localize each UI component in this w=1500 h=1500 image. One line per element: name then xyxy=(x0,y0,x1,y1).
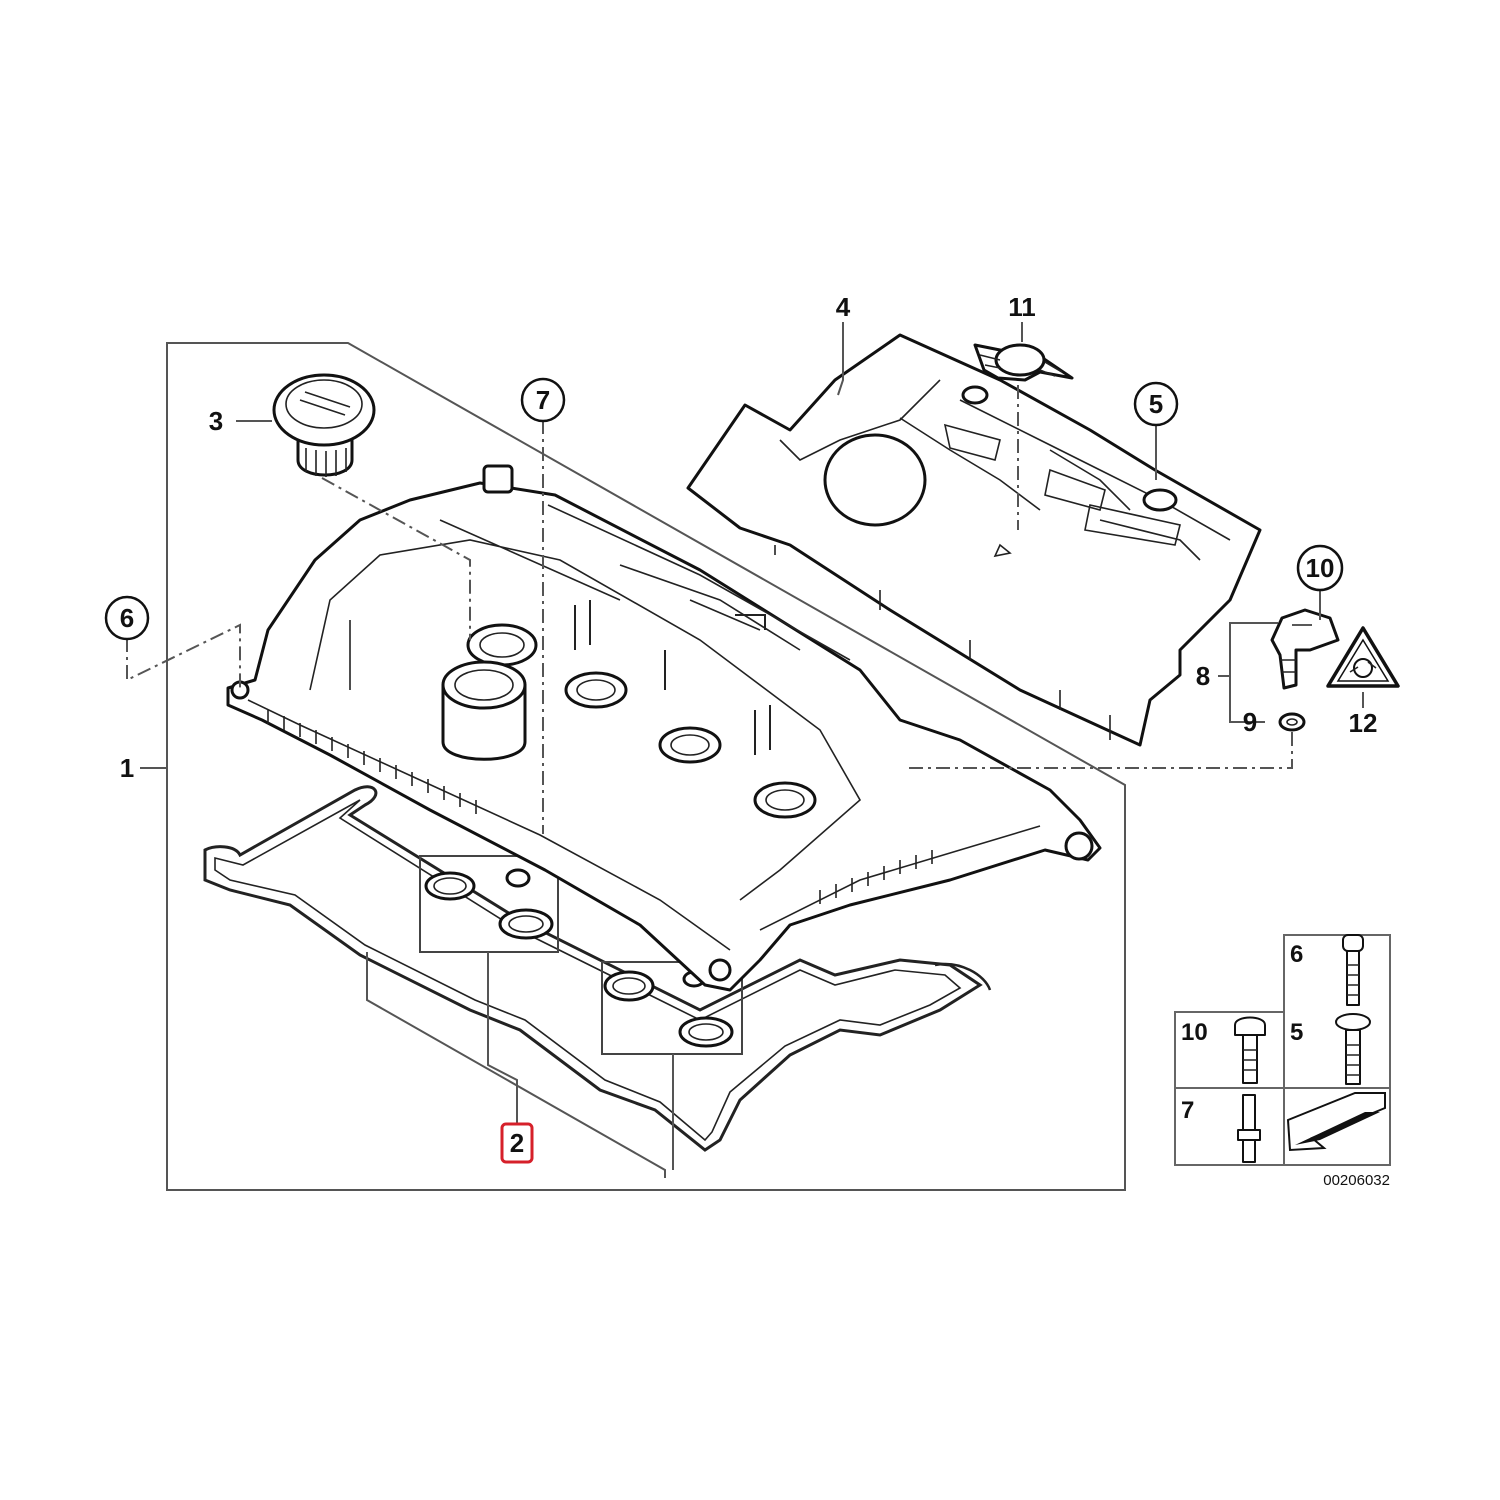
breather-port xyxy=(482,464,514,494)
label-part-4: 4 xyxy=(836,292,851,322)
leader-part-6-dash xyxy=(126,623,241,690)
label-part-10: 10 xyxy=(1306,553,1335,583)
table-label-5: 5 xyxy=(1290,1019,1303,1046)
warning-triangle-icon xyxy=(1326,626,1400,688)
table-label-6: 6 xyxy=(1290,941,1303,968)
valve-cover-gasket xyxy=(203,785,983,1152)
label-part-12: 12 xyxy=(1349,708,1378,738)
table-label-7: 7 xyxy=(1181,1097,1194,1124)
valve-cover-rim xyxy=(247,699,1041,951)
label-part-8: 8 xyxy=(1196,661,1210,691)
leader-part-3-dash xyxy=(321,477,471,640)
label-part-11: 11 xyxy=(1008,292,1036,322)
label-part-6: 6 xyxy=(120,603,134,633)
valve-cover-ribs xyxy=(267,710,933,904)
coil-brackets xyxy=(574,600,771,755)
leader-part-4 xyxy=(837,322,844,396)
spark-plug-opening xyxy=(466,623,538,667)
sensor xyxy=(1270,608,1340,690)
arrow-icon xyxy=(1286,1092,1386,1152)
sensor-seal-ring xyxy=(1278,712,1306,732)
leader-part-8 xyxy=(1218,622,1278,723)
valve-cover-inner-wall xyxy=(309,519,862,901)
label-part-2: 2 xyxy=(510,1128,524,1158)
label-part-7: 7 xyxy=(536,385,550,415)
gasket-sensor-wire xyxy=(934,962,992,991)
spark-plug-opening xyxy=(564,671,628,709)
fastener-table xyxy=(1174,934,1391,1166)
cover-nut-seat xyxy=(1142,488,1178,512)
label-part-3: 3 xyxy=(209,406,223,436)
spark-plug-opening xyxy=(753,781,817,819)
engine-cover xyxy=(686,333,1262,747)
stud-icon xyxy=(1237,1094,1261,1163)
seal-ring-icon xyxy=(498,908,554,940)
leader-part-2 xyxy=(366,952,674,1178)
engine-cover-opening xyxy=(823,433,927,527)
mount-hole xyxy=(708,958,732,982)
callout-circle-6 xyxy=(104,595,150,641)
diagram-code: 00206032 xyxy=(1323,1172,1390,1189)
seal-ring-icon xyxy=(603,970,655,1002)
callout-circle-5 xyxy=(1133,381,1179,427)
label-part-5: 5 xyxy=(1149,389,1163,419)
callout-circle-7 xyxy=(520,377,566,423)
group-frame-part-1 xyxy=(166,342,1126,1191)
leader-sensor-dash xyxy=(905,732,1293,769)
label-part-1: 1 xyxy=(120,753,134,783)
oil-filler-cap xyxy=(272,373,376,477)
table-label-10: 10 xyxy=(1181,1019,1208,1046)
seal-ring-icon xyxy=(424,871,476,901)
emblem xyxy=(973,343,1074,382)
valve-cover-top-ridge xyxy=(547,504,851,661)
valve-cover-gasket-inner xyxy=(214,799,962,1142)
callout-circle-10 xyxy=(1296,544,1344,592)
bolt-icon xyxy=(1234,1016,1266,1084)
spark-plug-opening xyxy=(658,726,722,764)
mount-hole xyxy=(1064,831,1094,861)
small-seal-icon xyxy=(505,868,531,888)
highlight-box-part-2 xyxy=(500,1122,534,1164)
screw-icon xyxy=(1335,1013,1371,1085)
label-part-9: 9 xyxy=(1243,707,1257,737)
screw-icon xyxy=(1342,934,1364,1006)
seal-ring-icon xyxy=(678,1016,734,1048)
